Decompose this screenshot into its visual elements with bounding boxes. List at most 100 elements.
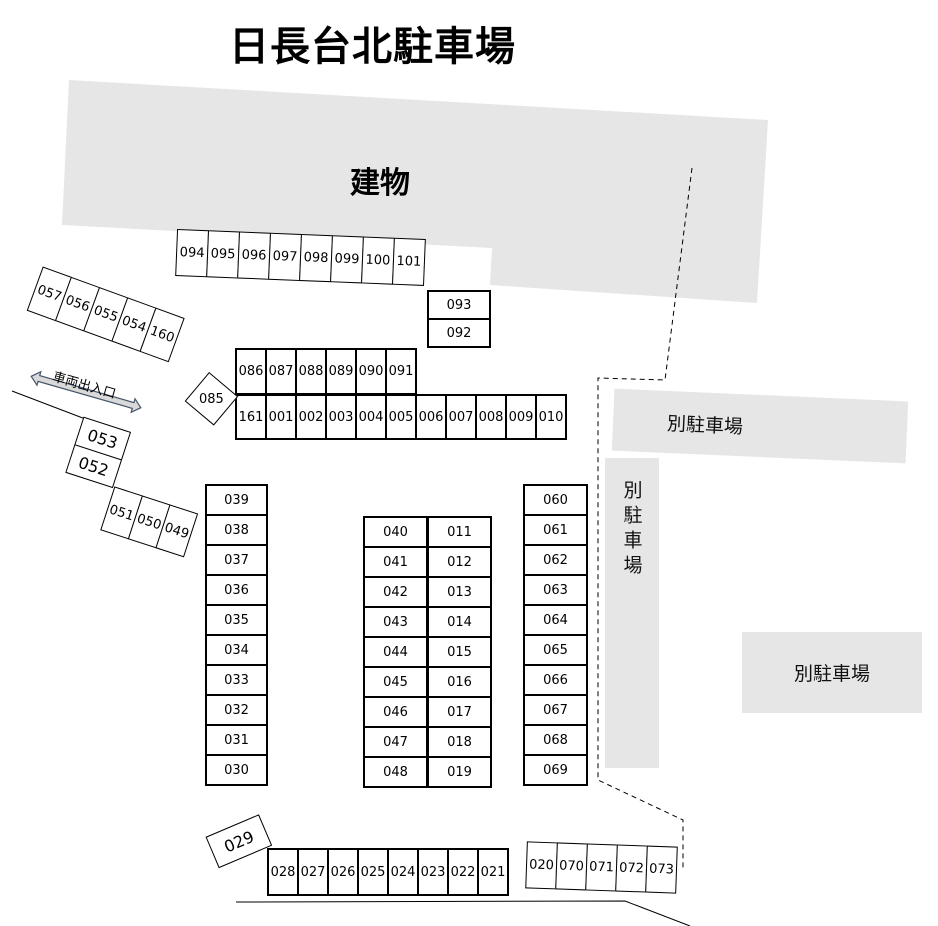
other-lot-vertical: 別駐車場 bbox=[605, 458, 659, 768]
page-title: 日長台北駐車場 bbox=[229, 24, 516, 70]
road-edge-bottom bbox=[235, 900, 691, 926]
parking-space-016[interactable]: 016 bbox=[427, 666, 492, 698]
other-lot-label: 別駐車場 bbox=[620, 480, 643, 580]
parking-space-066[interactable]: 066 bbox=[523, 664, 588, 696]
parking-space-093[interactable]: 093 bbox=[427, 290, 491, 320]
parking-space-011[interactable]: 011 bbox=[427, 516, 492, 548]
parking-space-034[interactable]: 034 bbox=[205, 634, 268, 666]
parking-space-031[interactable]: 031 bbox=[205, 724, 268, 756]
parking-space-014[interactable]: 014 bbox=[427, 606, 492, 638]
parking-space-065[interactable]: 065 bbox=[523, 634, 588, 666]
parking-space-099[interactable]: 099 bbox=[330, 235, 364, 284]
parking-space-067[interactable]: 067 bbox=[523, 694, 588, 726]
parking-space-062[interactable]: 062 bbox=[523, 544, 588, 576]
other-lot-right: 別駐車場 bbox=[742, 632, 922, 713]
parking-space-071[interactable]: 071 bbox=[585, 843, 618, 892]
parking-space-069[interactable]: 069 bbox=[523, 754, 588, 786]
parking-space-090[interactable]: 090 bbox=[355, 348, 387, 395]
parking-space-038[interactable]: 038 bbox=[205, 514, 268, 546]
road-edge-line bbox=[11, 390, 89, 421]
parking-space-017[interactable]: 017 bbox=[427, 696, 492, 728]
parking-space-041[interactable]: 041 bbox=[363, 546, 428, 578]
parking-space-096[interactable]: 096 bbox=[237, 231, 271, 280]
parking-space-061[interactable]: 061 bbox=[523, 514, 588, 546]
parking-space-030[interactable]: 030 bbox=[205, 754, 268, 786]
parking-space-040[interactable]: 040 bbox=[363, 516, 428, 548]
parking-space-015[interactable]: 015 bbox=[427, 636, 492, 668]
parking-space-045[interactable]: 045 bbox=[363, 666, 428, 698]
parking-space-094[interactable]: 094 bbox=[175, 229, 210, 278]
parking-space-072[interactable]: 072 bbox=[615, 844, 648, 893]
parking-space-064[interactable]: 064 bbox=[523, 604, 588, 636]
parking-space-012[interactable]: 012 bbox=[427, 546, 492, 578]
parking-space-009[interactable]: 009 bbox=[505, 394, 537, 440]
parking-space-026[interactable]: 026 bbox=[327, 848, 359, 896]
parking-space-022[interactable]: 022 bbox=[447, 848, 479, 896]
parking-space-001[interactable]: 001 bbox=[265, 394, 297, 440]
parking-space-063[interactable]: 063 bbox=[523, 574, 588, 606]
parking-space-007[interactable]: 007 bbox=[445, 394, 477, 440]
parking-space-091[interactable]: 091 bbox=[385, 348, 417, 395]
parking-space-088[interactable]: 088 bbox=[295, 348, 327, 395]
parking-space-097[interactable]: 097 bbox=[268, 232, 302, 281]
parking-space-032[interactable]: 032 bbox=[205, 694, 268, 726]
parking-space-039[interactable]: 039 bbox=[205, 484, 268, 516]
building-label: 建物 bbox=[350, 166, 410, 201]
parking-space-004[interactable]: 004 bbox=[355, 394, 387, 440]
parking-space-101[interactable]: 101 bbox=[392, 237, 426, 286]
parking-space-037[interactable]: 037 bbox=[205, 544, 268, 576]
other-lot-label: 別駐車場 bbox=[666, 412, 744, 438]
parking-space-087[interactable]: 087 bbox=[265, 348, 297, 395]
other-lot-label: 別駐車場 bbox=[793, 663, 870, 685]
parking-space-006[interactable]: 006 bbox=[415, 394, 447, 440]
parking-space-036[interactable]: 036 bbox=[205, 574, 268, 606]
parking-space-070[interactable]: 070 bbox=[555, 842, 588, 891]
parking-space-043[interactable]: 043 bbox=[363, 606, 428, 638]
boundary-dashed-line bbox=[597, 167, 693, 870]
space-label: 085 bbox=[199, 391, 224, 407]
parking-space-086[interactable]: 086 bbox=[235, 348, 267, 395]
parking-space-060[interactable]: 060 bbox=[523, 484, 588, 516]
parking-space-028[interactable]: 028 bbox=[267, 848, 299, 896]
parking-space-100[interactable]: 100 bbox=[361, 236, 395, 285]
parking-space-021[interactable]: 021 bbox=[477, 848, 509, 896]
parking-space-161[interactable]: 161 bbox=[235, 394, 267, 440]
parking-space-018[interactable]: 018 bbox=[427, 726, 492, 758]
parking-space-013[interactable]: 013 bbox=[427, 576, 492, 608]
parking-space-044[interactable]: 044 bbox=[363, 636, 428, 668]
parking-space-024[interactable]: 024 bbox=[387, 848, 419, 896]
building-area bbox=[62, 80, 768, 303]
parking-space-019[interactable]: 019 bbox=[427, 756, 492, 788]
parking-space-010[interactable]: 010 bbox=[535, 394, 567, 440]
parking-space-068[interactable]: 068 bbox=[523, 724, 588, 756]
parking-space-073[interactable]: 073 bbox=[645, 845, 678, 894]
parking-space-003[interactable]: 003 bbox=[325, 394, 357, 440]
parking-space-042[interactable]: 042 bbox=[363, 576, 428, 608]
parking-space-035[interactable]: 035 bbox=[205, 604, 268, 636]
parking-space-033[interactable]: 033 bbox=[205, 664, 268, 696]
parking-space-092[interactable]: 092 bbox=[427, 318, 491, 348]
parking-space-025[interactable]: 025 bbox=[357, 848, 389, 896]
parking-space-020[interactable]: 020 bbox=[525, 841, 558, 890]
parking-space-047[interactable]: 047 bbox=[363, 726, 428, 758]
parking-space-098[interactable]: 098 bbox=[299, 233, 333, 283]
parking-space-095[interactable]: 095 bbox=[206, 230, 241, 279]
parking-space-002[interactable]: 002 bbox=[295, 394, 327, 440]
parking-space-048[interactable]: 048 bbox=[363, 756, 428, 788]
parking-space-023[interactable]: 023 bbox=[417, 848, 449, 896]
parking-space-046[interactable]: 046 bbox=[363, 696, 428, 728]
parking-space-027[interactable]: 027 bbox=[297, 848, 329, 896]
parking-space-008[interactable]: 008 bbox=[475, 394, 507, 440]
other-lot-top: 別駐車場 bbox=[611, 388, 909, 464]
parking-space-089[interactable]: 089 bbox=[325, 348, 357, 395]
parking-space-005[interactable]: 005 bbox=[385, 394, 417, 440]
